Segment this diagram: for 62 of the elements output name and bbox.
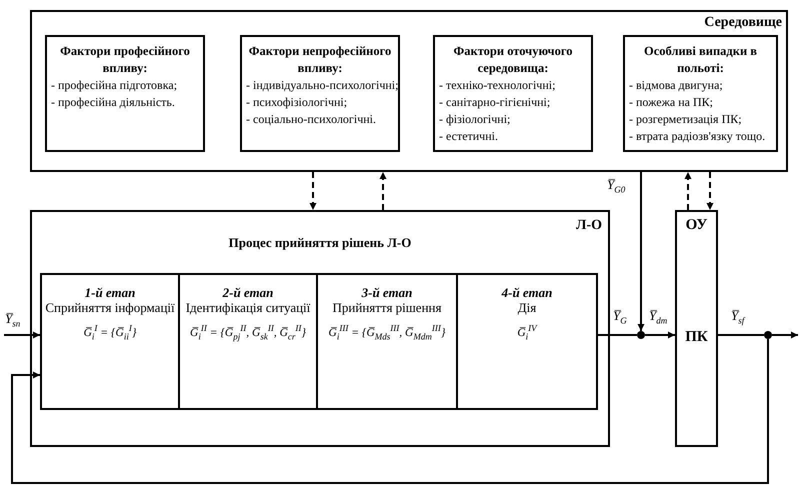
box-heading: Фактори непрофесійного впливу: <box>248 43 392 77</box>
edge-label: Y̅$_{sn}$ <box>4 311 22 326</box>
factor-box <box>433 35 593 152</box>
box-title: Л-О <box>576 218 602 233</box>
arrow <box>645 332 675 338</box>
list-item: - санітарно-гігієнічні; <box>439 94 550 111</box>
stage-name: Дія <box>516 300 538 315</box>
list-item: - індивідуально-психологічні; <box>246 77 398 94</box>
stage-heading: 2-й етап <box>222 285 274 300</box>
stage-box <box>178 273 318 410</box>
list-item: - техніко-технологічні; <box>439 77 556 94</box>
list-item: - професійна підготовка; <box>51 77 178 94</box>
list-item: - психофізіологічні; <box>246 94 348 111</box>
list-item: - втрата радіозв'язку тощо. <box>629 128 766 145</box>
box-title: ПК <box>684 330 709 345</box>
arrow <box>310 172 316 210</box>
factor-box <box>240 35 400 152</box>
block-box <box>675 210 718 447</box>
stage-name: Ідентифікація ситуації <box>184 300 312 315</box>
arrow <box>380 172 386 210</box>
list-item: - пожежа на ПК; <box>629 94 713 111</box>
factor-box <box>623 35 778 152</box>
stage-heading: 3-й етап <box>360 285 414 300</box>
box-heading: Особливі випадки в польоті: <box>642 43 758 77</box>
stage-box <box>456 273 598 410</box>
factor-box <box>45 35 205 152</box>
arrow <box>772 332 798 338</box>
list-item: - естетичні. <box>439 128 498 145</box>
edge-label: Y̅$_{dm}$ <box>648 308 668 323</box>
box-heading: Фактори професійного впливу: <box>59 43 191 77</box>
junction-dot <box>637 331 645 339</box>
list-item: - соціально-психологічні. <box>246 111 376 128</box>
box-title: ОУ <box>684 218 708 233</box>
arrow <box>638 172 644 331</box>
stage-heading: 4-й етап <box>500 285 554 300</box>
stage-box <box>316 273 458 410</box>
connector-line <box>718 334 764 336</box>
arrow <box>684 172 692 210</box>
connector-line <box>598 334 637 336</box>
box-heading: Процес прийняття рішень Л-О <box>228 235 412 250</box>
container-box <box>30 10 788 172</box>
edge-label: Y̅$_{G}$ <box>612 308 628 323</box>
box-heading: Фактори оточуючого середовища: <box>452 43 574 77</box>
list-item: - відмова двигуна; <box>629 77 723 94</box>
arrow <box>4 332 40 338</box>
list-item: - розгерметизація ПК; <box>629 111 742 128</box>
list-item: - професійна діяльність. <box>51 94 175 111</box>
arrow <box>11 339 769 484</box>
arrow <box>706 172 714 210</box>
formula: G̅$_{i}$$^{II}$ = {G̅$_{pj}$$^{II}$, G̅$_{sk}$$^{II}$, G̅$_{cr}$$^{II}$} <box>189 323 307 343</box>
stage-heading: 1-й етап <box>84 285 136 300</box>
edge-label: Y̅$_{G0}$ <box>606 177 626 192</box>
stage-box <box>40 273 180 410</box>
box-title: Середовище <box>704 15 782 30</box>
stage-name: Прийняття рішення <box>332 300 442 315</box>
junction-dot <box>764 331 772 339</box>
container-box <box>30 210 610 447</box>
formula: G̅$_{i}$$^{III}$ = {G̅$_{Mds}$$^{III}$, G̅$_{Mdm}$$^{III}$} <box>328 323 446 343</box>
list-item: - фізіологічні; <box>439 111 510 128</box>
stage-name: Сприйняття інформації <box>44 300 176 315</box>
formula: G̅$_{i}$$^{I}$ = {G̅$_{ii}$$^{I}$} <box>82 323 138 343</box>
edge-label: Y̅$_{sf}$ <box>730 308 746 323</box>
